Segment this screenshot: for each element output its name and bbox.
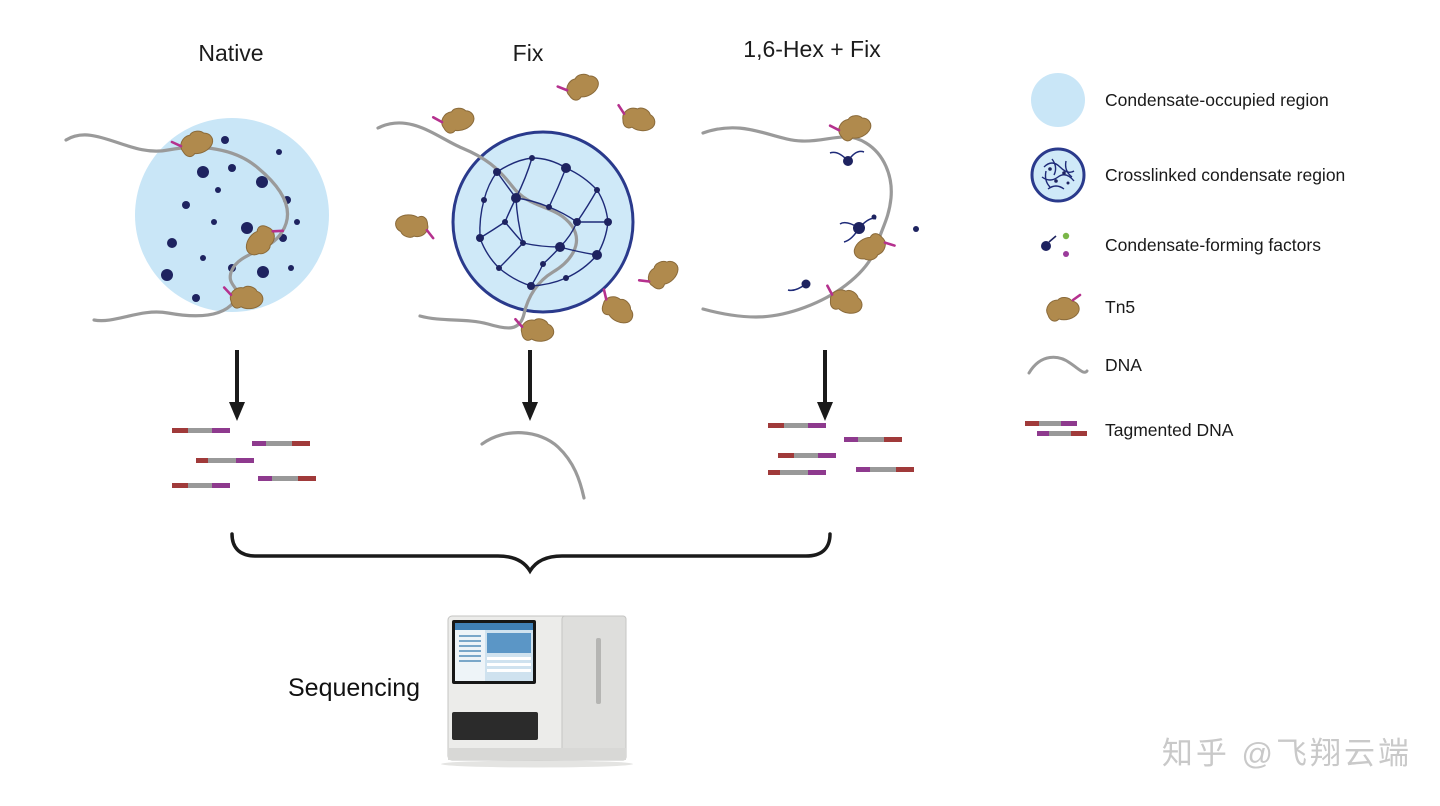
legend: Condensate-occupied region (1010, 0, 1440, 480)
arrow-hex (817, 350, 833, 421)
legend-item: DNA (1010, 337, 1142, 393)
crosslink-network-nodes (476, 155, 612, 290)
column-label-native: Native (198, 40, 264, 66)
tn5-icon (849, 227, 898, 266)
tn5-icon (1010, 291, 1105, 323)
tn5-icon (555, 69, 603, 106)
hex-fix-panel (701, 111, 919, 321)
legend-label: Tagmented DNA (1105, 419, 1234, 440)
legend-label: DNA (1105, 354, 1142, 375)
fix-condensate (376, 69, 685, 347)
sequencer-illustration (441, 615, 633, 768)
legend-item: Tn5 (1010, 279, 1135, 335)
condensate-forming-factors-icon (1010, 228, 1105, 262)
dna-strand (64, 133, 290, 323)
legend-item: Condensate-occupied region (1010, 72, 1329, 128)
sequencing-label: Sequencing (288, 674, 421, 702)
condensate-occupied-region-icon (1010, 72, 1105, 128)
legend-label: Condensate-forming factors (1105, 234, 1321, 255)
tagmented-dna-icon (1010, 417, 1105, 443)
native-condensate (64, 118, 329, 323)
hex-tagmented-fragments (768, 423, 914, 475)
native-tagmented-fragments (172, 428, 316, 488)
legend-label: Crosslinked condensate region (1105, 164, 1346, 185)
column-label-hex-fix: 1,6-Hex + Fix (743, 36, 881, 62)
curly-brace (230, 532, 832, 575)
arrow-fix (522, 350, 538, 421)
legend-item: Condensate-forming factors (1010, 217, 1321, 273)
tn5-icon (431, 104, 477, 137)
dna-strand (376, 121, 578, 330)
legend-label: Condensate-occupied region (1105, 89, 1329, 110)
fix-intact-dna (480, 431, 586, 500)
arrow-native (229, 350, 245, 421)
legend-item: Tagmented DNA (1010, 402, 1233, 458)
tn5-icon (391, 208, 440, 245)
column-label-fix: Fix (512, 40, 544, 66)
crosslinked-condensate-region-icon (1010, 147, 1105, 203)
legend-item: Crosslinked condensate region (1010, 147, 1345, 203)
dna-icon (1010, 349, 1105, 381)
watermark: 知乎 @飞翔云端 (1161, 736, 1412, 771)
legend-label: Tn5 (1105, 296, 1136, 317)
tn5-icon (510, 312, 558, 347)
residual-crosslink-network (787, 150, 919, 292)
tn5-icon (611, 98, 660, 138)
dna-strand (701, 126, 893, 319)
tn5-icon (635, 254, 685, 298)
